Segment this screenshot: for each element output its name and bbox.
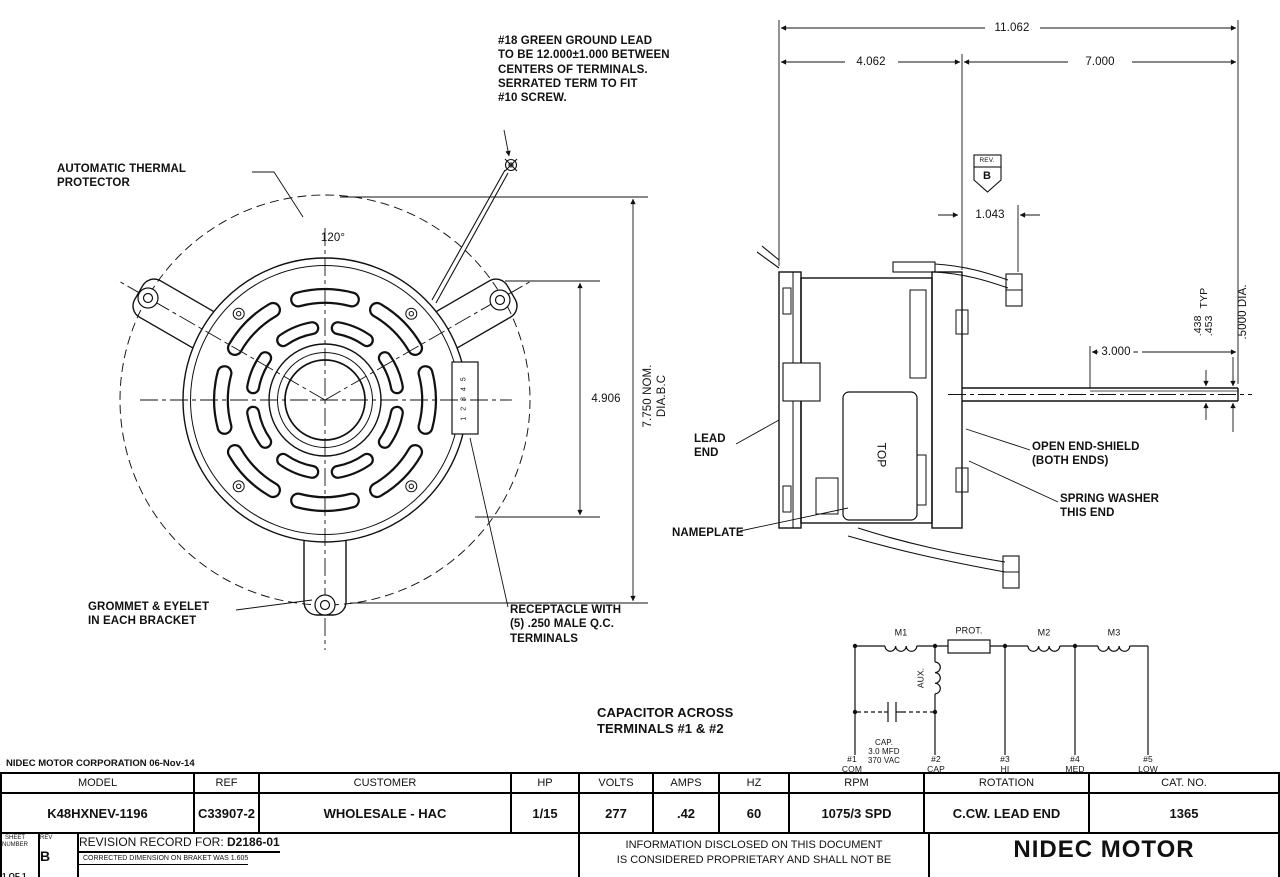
receptacle-note: RECEPTACLE WITH (5) .250 MALE Q.C. TERMI… bbox=[510, 604, 622, 645]
col-header-rotation: ROTATION bbox=[925, 774, 1090, 792]
rev-flag-label: REV. bbox=[979, 156, 995, 164]
value-model: K48HXNEV-1196 bbox=[2, 794, 195, 832]
revision-record-title: REVISION RECORD FOR: D2186-01 bbox=[79, 834, 280, 853]
dim-flat-lower: .453 bbox=[1203, 315, 1215, 337]
col-header-customer: CUSTOMER bbox=[260, 774, 512, 792]
dim-7750-bolt-circle: 7.750 NOM. DIA.B.C bbox=[641, 364, 668, 428]
terminal-3-hi: #3 HI bbox=[1000, 754, 1010, 774]
rev-flag-value: B bbox=[982, 170, 992, 183]
wiring-schematic bbox=[852, 639, 1149, 755]
title-block: MODEL REF CUSTOMER HP VOLTS AMPS HZ RPM … bbox=[0, 772, 1280, 877]
revision-record-cell: REVISION RECORD FOR: D2186-01 CORRECTED … bbox=[79, 834, 580, 877]
title-block-header-row: MODEL REF CUSTOMER HP VOLTS AMPS HZ RPM … bbox=[2, 774, 1278, 792]
revision-record-prefix: REVISION RECORD FOR: bbox=[79, 835, 228, 849]
ground-lead bbox=[431, 158, 518, 304]
aux-winding-label: AUX. bbox=[915, 667, 926, 689]
protector-symbol bbox=[947, 639, 991, 654]
capacitor-note: CAPACITOR ACROSS TERMINALS #1 & #2 bbox=[597, 705, 734, 737]
grommet-note: GROMMET & EYELET IN EACH BRACKET bbox=[88, 601, 210, 628]
col-header-rpm: RPM bbox=[790, 774, 925, 792]
coil-m2-label: M2 bbox=[1037, 627, 1051, 638]
col-header-amps: AMPS bbox=[654, 774, 720, 792]
nameplate-rect bbox=[842, 391, 918, 521]
dim-4906: 4.906 bbox=[588, 391, 624, 407]
terminal-5-low: #5 LOW bbox=[1138, 754, 1158, 774]
dim-4062: 4.062 bbox=[853, 54, 889, 70]
value-cat-no: 1365 bbox=[1169, 805, 1199, 821]
coil-m3-label: M3 bbox=[1107, 627, 1121, 638]
value-amps: .42 bbox=[654, 794, 720, 832]
value-hp: 1/15 bbox=[512, 794, 580, 832]
dim-11062: 11.062 bbox=[991, 20, 1033, 36]
value-customer: WHOLESALE - HAC bbox=[260, 794, 512, 832]
col-header-hz: HZ bbox=[720, 774, 790, 792]
sheet-number-label: SHEET NUMBER bbox=[2, 835, 29, 848]
title-block-value-row: K48HXNEV-1196 C33907-2 WHOLESALE - HAC 1… bbox=[2, 792, 1278, 832]
rev-value: B bbox=[40, 847, 51, 864]
company-date-line: NIDEC MOTOR CORPORATION 06-Nov-14 bbox=[6, 758, 195, 769]
rev-flag bbox=[973, 154, 1002, 193]
shaft bbox=[948, 387, 1252, 402]
open-end-shield-label: OPEN END-SHIELD (BOTH ENDS) bbox=[1032, 441, 1140, 468]
lead-end-label: LEAD END bbox=[694, 433, 726, 460]
coil-m1-label: M1 bbox=[894, 627, 908, 638]
angle-120-label: 120° bbox=[320, 231, 346, 244]
terminal-1-com: #1 COM bbox=[841, 754, 863, 774]
receptacle bbox=[451, 361, 479, 435]
nameplate-label: NAMEPLATE bbox=[672, 527, 744, 539]
value-rpm: 1075/3 SPD bbox=[790, 794, 925, 832]
thermal-protector-label: AUTOMATIC THERMAL PROTECTOR bbox=[57, 163, 187, 190]
value-volts: 277 bbox=[580, 794, 654, 832]
nameplate-top-text: TOP bbox=[874, 442, 889, 468]
ground-lead-note: #18 GREEN GROUND LEAD TO BE 12.000±1.000… bbox=[498, 35, 670, 104]
terminal-4-med: #4 MED bbox=[1065, 754, 1085, 774]
receptacle-pin-numbers: 1 2 3 4 5 bbox=[460, 375, 468, 421]
bolt-circle bbox=[119, 194, 531, 606]
col-header-cat-no: CAT. NO. bbox=[1161, 777, 1207, 789]
side-view-drawing bbox=[735, 20, 1252, 589]
centerlines bbox=[116, 228, 534, 650]
sheet-number-cell: SHEET NUMBER 1 OF 1 bbox=[2, 834, 40, 877]
col-header-model: MODEL bbox=[2, 774, 195, 792]
dim-1043: 1.043 bbox=[972, 207, 1008, 223]
capacitor-value: CAP. 3.0 MFD 370 VAC bbox=[867, 738, 901, 766]
dim-shaft-dia: .5000 DIA. bbox=[1236, 284, 1249, 340]
rev-cell: REV B bbox=[40, 834, 79, 877]
drawing-linework bbox=[116, 20, 1252, 755]
dim-3000: 3.000 bbox=[1098, 344, 1134, 360]
dim-shaft-flat: .438 .453 TYP bbox=[1192, 287, 1215, 337]
protector-label: PROT. bbox=[955, 625, 983, 636]
dim-flat-typ: TYP bbox=[1197, 287, 1210, 309]
col-header-volts: VOLTS bbox=[580, 774, 654, 792]
rev-label: REV bbox=[40, 835, 53, 841]
col-header-hp: HP bbox=[512, 774, 580, 792]
value-rotation: C.CW. LEAD END bbox=[925, 794, 1090, 832]
value-ref: C33907-2 bbox=[195, 794, 260, 832]
value-hz: 60 bbox=[720, 794, 790, 832]
sheet-number-value: 1 OF 1 bbox=[2, 872, 27, 877]
front-view-drawing bbox=[116, 129, 648, 650]
title-block-bottom-row: SHEET NUMBER 1 OF 1 REV B REVISION RECOR… bbox=[2, 832, 1278, 877]
dim-7000: 7.000 bbox=[1082, 54, 1118, 70]
terminal-2-cap: #2 CAP bbox=[927, 754, 945, 774]
revision-note: CORRECTED DIMENSION ON BRAKET WAS 1.605 bbox=[79, 853, 249, 865]
revision-record-doc: D2186-01 bbox=[227, 835, 280, 849]
proprietary-note: INFORMATION DISCLOSED ON THIS DOCUMENT I… bbox=[580, 834, 930, 877]
nidec-motor-logo: NIDEC MOTOR bbox=[1013, 836, 1195, 863]
open-end-shield-rect bbox=[931, 271, 963, 529]
spring-washer-label: SPRING WASHER THIS END bbox=[1060, 493, 1160, 520]
col-header-ref: REF bbox=[195, 774, 260, 792]
